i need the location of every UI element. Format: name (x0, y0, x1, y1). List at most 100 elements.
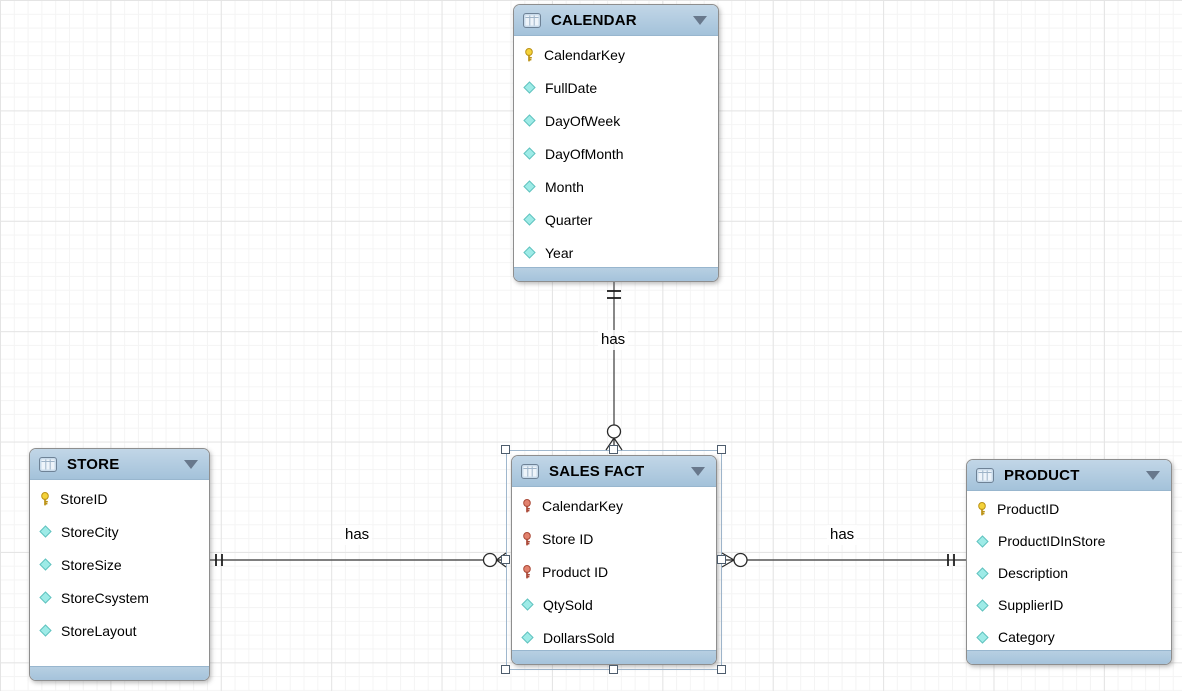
table-columns: CalendarKey Store ID Product ID QtySold … (512, 487, 716, 650)
relationship-label[interactable]: has (827, 525, 858, 545)
resize-handle-bottom-right[interactable] (717, 665, 726, 674)
table-header[interactable]: CALENDAR (514, 5, 718, 36)
field-label: DayOfMonth (545, 145, 624, 162)
field-label: StoreID (60, 490, 108, 507)
foreign-key-icon (523, 531, 531, 546)
field-row[interactable]: Quarter (514, 203, 718, 236)
foreign-key-icon (523, 564, 531, 579)
field-label: QtySold (543, 596, 593, 613)
column-icon (976, 630, 989, 644)
column-icon (976, 598, 989, 612)
field-row[interactable]: StoreLayout (30, 614, 209, 647)
table-icon (976, 467, 994, 483)
table-salesfact[interactable]: SALES FACT CalendarKey Store ID Product … (511, 455, 717, 665)
one-and-only-one-notation (607, 290, 621, 299)
field-label: DayOfWeek (545, 112, 621, 129)
field-row[interactable]: Month (514, 170, 718, 203)
table-title: STORE (67, 455, 120, 473)
chevron-down-icon[interactable] (693, 15, 707, 25)
resize-handle-top-left[interactable] (501, 445, 510, 454)
field-label: FullDate (545, 79, 598, 96)
field-label: StoreLayout (61, 622, 137, 639)
column-icon (976, 534, 989, 548)
field-label: StoreCsystem (61, 589, 149, 606)
table-title: CALENDAR (551, 11, 637, 29)
table-header[interactable]: PRODUCT (967, 460, 1171, 491)
field-row[interactable]: StoreID (30, 482, 209, 515)
field-label: Store ID (542, 530, 594, 547)
field-row[interactable]: SupplierID (967, 589, 1171, 621)
field-row[interactable]: QtySold (512, 588, 716, 621)
resize-handle-top-right[interactable] (717, 445, 726, 454)
field-row[interactable]: Description (967, 557, 1171, 589)
field-label: Quarter (545, 211, 593, 228)
table-icon (39, 456, 57, 472)
connector-calendar-salesfact[interactable] (605, 282, 623, 451)
field-row[interactable]: Year (514, 236, 718, 267)
table-header[interactable]: STORE (30, 449, 209, 480)
zero-or-many-notation (721, 552, 748, 568)
column-icon (523, 246, 536, 259)
chevron-down-icon[interactable] (691, 466, 705, 476)
field-label: StoreSize (61, 556, 122, 573)
table-product[interactable]: PRODUCT ProductID ProductIDInStore Descr… (966, 459, 1172, 665)
column-icon (976, 566, 989, 580)
table-calendar[interactable]: CALENDAR CalendarKey FullDate DayOfWeek … (513, 4, 719, 282)
field-row[interactable]: CalendarKey (514, 38, 718, 71)
relationship-label[interactable]: has (598, 330, 629, 350)
connector-product-salesfact[interactable] (721, 552, 966, 568)
field-label: Product ID (542, 563, 609, 580)
field-row[interactable]: DollarsSold (512, 621, 716, 650)
field-row[interactable]: FullDate (514, 71, 718, 104)
field-label: Description (998, 565, 1069, 581)
primary-key-icon (525, 47, 533, 62)
field-row[interactable]: ProductIDInStore (967, 525, 1171, 557)
resize-handle-bottom-left[interactable] (501, 665, 510, 674)
field-label: ProductIDInStore (998, 533, 1106, 549)
primary-key-icon (978, 502, 986, 516)
column-icon (521, 631, 534, 644)
field-row[interactable]: StoreCsystem (30, 581, 209, 614)
field-row[interactable]: ProductID (967, 493, 1171, 525)
column-icon (39, 591, 52, 604)
chevron-down-icon[interactable] (184, 459, 198, 469)
column-icon (523, 81, 536, 94)
column-icon (523, 147, 536, 160)
field-row[interactable]: StoreCity (30, 515, 209, 548)
foreign-key-icon (523, 498, 531, 513)
field-label: CalendarKey (544, 46, 625, 63)
column-icon (523, 114, 536, 127)
column-icon (523, 213, 536, 226)
resize-handle-mid-left[interactable] (501, 555, 510, 564)
field-row[interactable]: StoreSize (30, 548, 209, 581)
field-label: ProductID (997, 501, 1060, 517)
table-header[interactable]: SALES FACT (512, 456, 716, 487)
table-columns: CalendarKey FullDate DayOfWeek DayOfMont… (514, 36, 718, 267)
field-row[interactable]: Store ID (512, 522, 716, 555)
resize-handle-bottom-center[interactable] (609, 665, 618, 674)
table-icon (523, 12, 541, 28)
field-label: Month (545, 178, 584, 195)
relationship-label[interactable]: has (342, 525, 373, 545)
field-label: Category (998, 629, 1055, 645)
field-row[interactable]: Product ID (512, 555, 716, 588)
connector-store-salesfact[interactable] (210, 552, 507, 568)
column-icon (39, 624, 52, 637)
table-columns: StoreID StoreCity StoreSize StoreCsystem… (30, 480, 209, 666)
field-label: Year (545, 244, 574, 261)
column-icon (39, 525, 52, 538)
field-row[interactable]: Category (967, 621, 1171, 650)
resize-handle-mid-right[interactable] (717, 555, 726, 564)
resize-handle-top-center[interactable] (609, 445, 618, 454)
field-row[interactable]: DayOfMonth (514, 137, 718, 170)
field-label: SupplierID (998, 597, 1064, 613)
field-row[interactable]: CalendarKey (512, 489, 716, 522)
table-footer (30, 666, 209, 680)
field-row[interactable]: DayOfWeek (514, 104, 718, 137)
table-store[interactable]: STORE StoreID StoreCity StoreSize StoreC… (29, 448, 210, 681)
table-footer (967, 650, 1171, 664)
one-and-only-one-notation (947, 554, 955, 566)
chevron-down-icon[interactable] (1146, 470, 1160, 480)
